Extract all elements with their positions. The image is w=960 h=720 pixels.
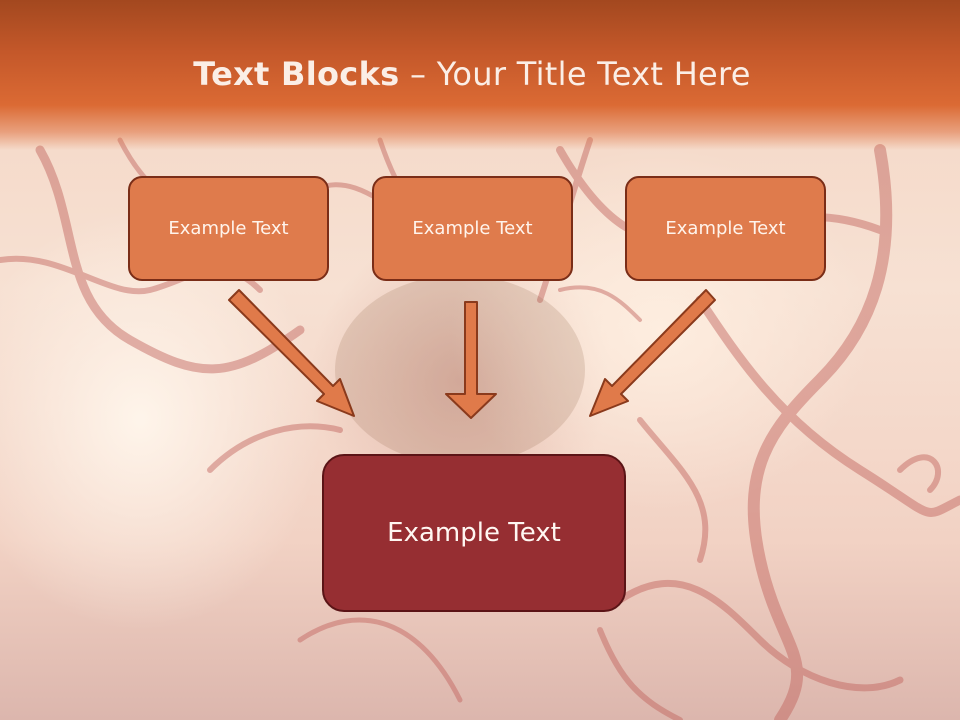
arrow-center-down <box>445 301 497 419</box>
arrow-right-diagonal <box>589 289 716 417</box>
source-box-3-text: Example Text <box>665 218 786 239</box>
target-box[interactable]: Example Text <box>322 454 626 612</box>
slide-title: Text Blocks – Your Title Text Here <box>0 55 944 93</box>
source-box-2-text: Example Text <box>412 218 533 239</box>
title-bar <box>0 0 960 150</box>
title-dash: – <box>399 55 437 93</box>
source-box-3[interactable]: Example Text <box>625 176 826 281</box>
arrow-left-diagonal <box>228 289 355 417</box>
source-box-1-text: Example Text <box>168 218 289 239</box>
title-regular-part: Your Title Text Here <box>436 55 751 93</box>
title-bold-part: Text Blocks <box>193 55 400 93</box>
source-box-1[interactable]: Example Text <box>128 176 329 281</box>
source-box-2[interactable]: Example Text <box>372 176 573 281</box>
target-box-text: Example Text <box>387 518 561 548</box>
